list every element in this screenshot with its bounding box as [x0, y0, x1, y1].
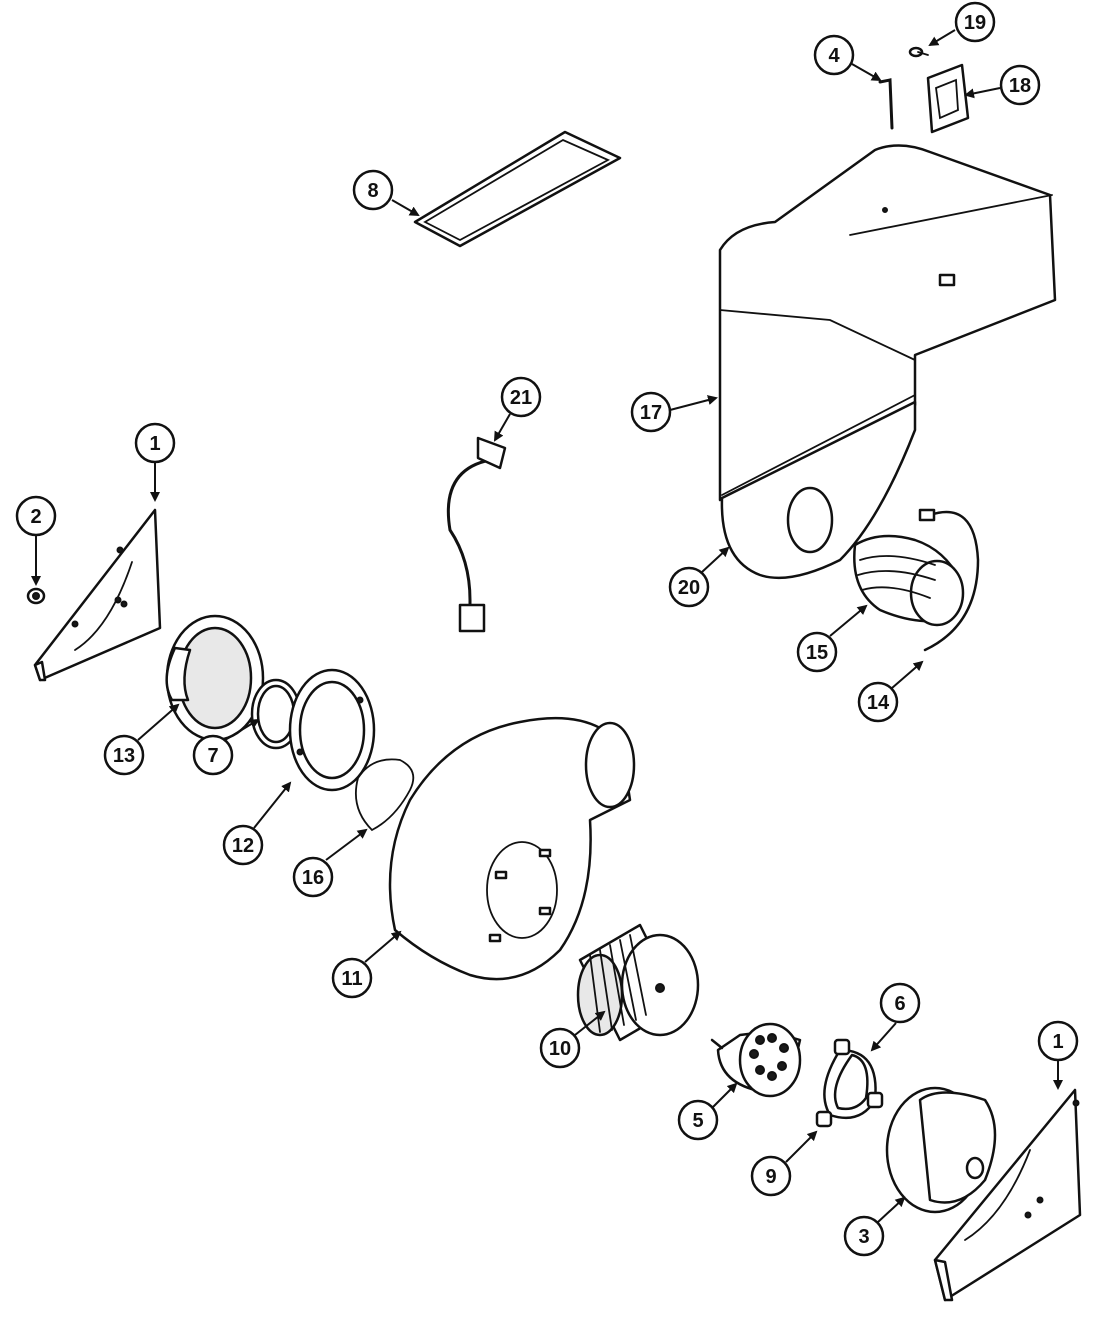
svg-text:16: 16 [302, 867, 324, 889]
callout-13: 13 [103, 703, 180, 776]
callout-20: 20 [668, 546, 730, 608]
callout-3: 3 [843, 1196, 906, 1257]
svg-text:10: 10 [549, 1038, 571, 1060]
svg-text:13: 13 [113, 745, 135, 767]
part-motor-cover [885, 1086, 997, 1214]
callout-1-left: 1 [134, 422, 176, 502]
callout-10: 10 [539, 1010, 606, 1069]
part-blower-housing [388, 716, 636, 981]
svg-text:7: 7 [207, 745, 218, 767]
part-blower-wheel [576, 923, 700, 1042]
svg-text:1: 1 [1052, 1031, 1063, 1053]
svg-text:3: 3 [858, 1226, 869, 1248]
callout-7: 7 [192, 718, 260, 776]
callout-8: 8 [352, 169, 420, 216]
svg-text:21: 21 [510, 387, 532, 409]
part-flex-hose [853, 534, 965, 627]
part-retaining-clip [354, 758, 415, 832]
svg-text:9: 9 [765, 1166, 776, 1188]
part-filter-gasket [413, 130, 622, 248]
part-motor-mount [815, 1038, 884, 1128]
svg-text:6: 6 [894, 993, 905, 1015]
svg-text:8: 8 [367, 180, 378, 202]
part-nut [26, 587, 46, 605]
svg-text:20: 20 [678, 577, 700, 599]
svg-text:18: 18 [1009, 75, 1031, 97]
callout-4: 4 [813, 34, 882, 81]
svg-text:11: 11 [341, 968, 362, 990]
callout-2: 2 [15, 495, 57, 586]
callout-1-right: 1 [1037, 1020, 1079, 1090]
part-inlet-flange [165, 614, 265, 742]
callout-12: 12 [222, 781, 292, 866]
callout-17: 17 [630, 391, 718, 433]
svg-text:12: 12 [232, 835, 254, 857]
part-screw [908, 46, 929, 58]
callout-11: 11 [331, 930, 402, 999]
callout-6: 6 [870, 982, 921, 1052]
svg-text:15: 15 [806, 642, 828, 664]
part-mounting-plate [926, 63, 970, 134]
callout-9: 9 [750, 1130, 818, 1197]
part-pin [878, 78, 894, 130]
part-ring-flange [288, 668, 376, 792]
callout-21: 21 [494, 376, 542, 442]
part-exhaust-duct [718, 144, 1057, 580]
callout-5: 5 [677, 1082, 738, 1141]
svg-text:4: 4 [828, 45, 840, 67]
part-bracket-left [33, 508, 162, 682]
part-wire-harness [446, 436, 507, 633]
callout-15: 15 [796, 604, 868, 673]
callout-19: 19 [928, 1, 996, 47]
svg-text:1: 1 [149, 433, 160, 455]
svg-text:19: 19 [964, 12, 986, 34]
callout-16: 16 [292, 828, 368, 898]
svg-text:14: 14 [867, 692, 890, 714]
svg-text:2: 2 [30, 506, 41, 528]
callout-18: 18 [964, 64, 1041, 106]
svg-text:5: 5 [692, 1110, 703, 1132]
part-sensor-wire [918, 508, 980, 652]
part-bracket-right [933, 1088, 1082, 1302]
callout-14: 14 [857, 660, 924, 723]
part-motor [710, 1022, 802, 1098]
svg-text:17: 17 [640, 402, 662, 424]
